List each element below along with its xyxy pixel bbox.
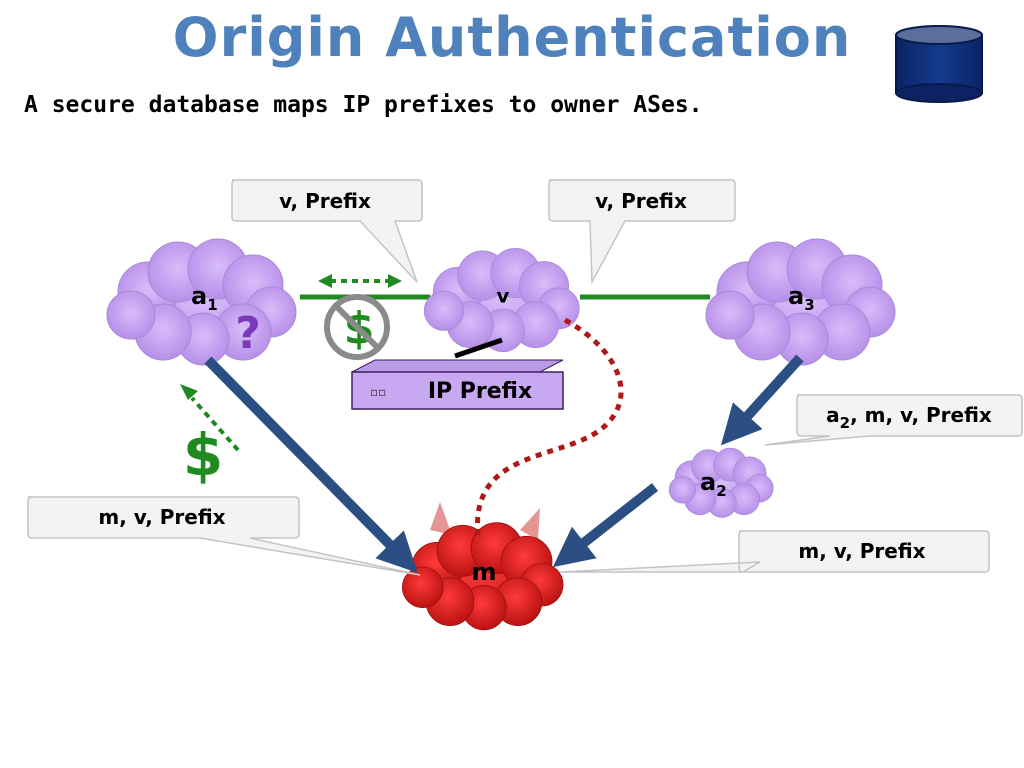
svg-text:v: v <box>496 285 509 308</box>
a2-label: a2 <box>700 468 727 500</box>
svg-text:a3: a3 <box>788 282 815 314</box>
svg-text:m, v, Prefix: m, v, Prefix <box>798 539 925 563</box>
as-node-m: m <box>401 502 564 631</box>
database-icon <box>895 25 983 103</box>
svg-text:m, v, Prefix: m, v, Prefix <box>98 505 225 529</box>
as-node-a3: a3 <box>705 238 896 366</box>
svg-text:a2, m, v, Prefix: a2, m, v, Prefix <box>826 403 992 432</box>
callout-m-left: m, v, Prefix <box>27 496 421 576</box>
svg-text:a1: a1 <box>191 282 218 314</box>
page-subtitle: A secure database maps IP prefixes to ow… <box>24 92 703 118</box>
as-node-a1: a1 <box>106 238 297 366</box>
no-dollar-icon: $ <box>324 294 390 360</box>
callout-v-prefix-right: v, Prefix <box>548 179 736 285</box>
money-flow-a1-v <box>318 274 402 288</box>
arrow-a2-to-m <box>552 483 659 568</box>
svg-text:IP Prefix: IP Prefix <box>428 379 532 404</box>
arrow-a3-to-a2 <box>720 354 804 446</box>
page-title: Origin Authentication <box>172 6 852 69</box>
callout-v-prefix-left: v, Prefix <box>231 179 423 283</box>
svg-text:v, Prefix: v, Prefix <box>595 189 687 213</box>
callout-a2: a2, m, v, Prefix <box>764 394 1023 446</box>
attack-path <box>475 317 624 536</box>
as-node-v: v <box>423 248 580 353</box>
callout-m-right: m, v, Prefix <box>559 530 990 573</box>
money-flow-m-a1 <box>180 384 240 452</box>
svg-text:▫▫: ▫▫ <box>370 385 386 399</box>
arrow-a1-to-m <box>204 356 418 573</box>
svg-text:m: m <box>471 558 496 586</box>
dollar-sign: $ <box>183 421 223 489</box>
question-mark: ? <box>235 308 261 359</box>
svg-text:v, Prefix: v, Prefix <box>279 189 371 213</box>
router-icon: ▫▫ IP Prefix <box>351 337 564 410</box>
